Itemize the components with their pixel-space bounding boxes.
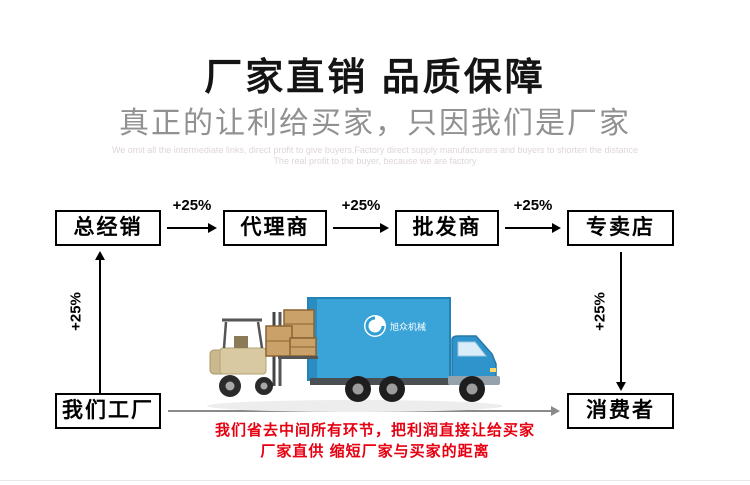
node-general-distributor: 总经销: [55, 210, 161, 246]
node-consumer: 消费者: [567, 393, 674, 429]
truck-window: [457, 341, 488, 357]
node-wholesaler: 批发商: [395, 210, 499, 246]
arrow-factory-to-distributor-icon: [95, 251, 105, 393]
page-title: 厂家直销 品质保障: [204, 57, 546, 99]
percent-label-3: +25%: [513, 197, 553, 214]
percent-label-2: +25%: [341, 197, 381, 214]
footer-red-line2: 厂家直供 缩短厂家与买家的距离: [260, 443, 490, 460]
truck-logo: 旭众机械: [364, 315, 426, 337]
percent-label-1: +25%: [172, 197, 212, 214]
arrow-wholesaler-to-shop-icon: [505, 223, 561, 233]
node-our-factory: 我们工厂: [55, 393, 161, 429]
bottom-divider: [0, 480, 750, 481]
ground-shadow: [207, 400, 503, 412]
percent-label-right-vertical: +25%: [591, 292, 609, 331]
tagline-en: We omit all the intermediate links, dire…: [0, 145, 750, 167]
arrow-distributor-to-agent-icon: [167, 223, 217, 233]
footer-red-line1: 我们省去中间所有环节，把利润直接让给买家: [214, 422, 535, 439]
tagline-line1: We omit all the intermediate links, dire…: [111, 145, 639, 155]
factory-truck-illustration: 旭众机械: [207, 297, 503, 412]
crates-icon: [265, 309, 317, 357]
arrow-shop-to-consumer-icon: [616, 252, 626, 391]
percent-label-left-vertical: +25%: [67, 292, 85, 331]
forklift-icon: [209, 309, 318, 397]
tagline-line2: The real profit to the buyer, because we…: [273, 156, 477, 166]
truck-logo-text: 旭众机械: [390, 321, 426, 332]
node-exclusive-shop: 专卖店: [567, 210, 674, 246]
truck-wheels: [345, 376, 485, 402]
node-agent: 代理商: [223, 210, 327, 246]
arrow-agent-to-wholesaler-icon: [333, 223, 389, 233]
page-subtitle: 真正的让利给买家，只因我们是厂家: [119, 107, 631, 140]
truck-icon: 旭众机械: [307, 297, 500, 402]
